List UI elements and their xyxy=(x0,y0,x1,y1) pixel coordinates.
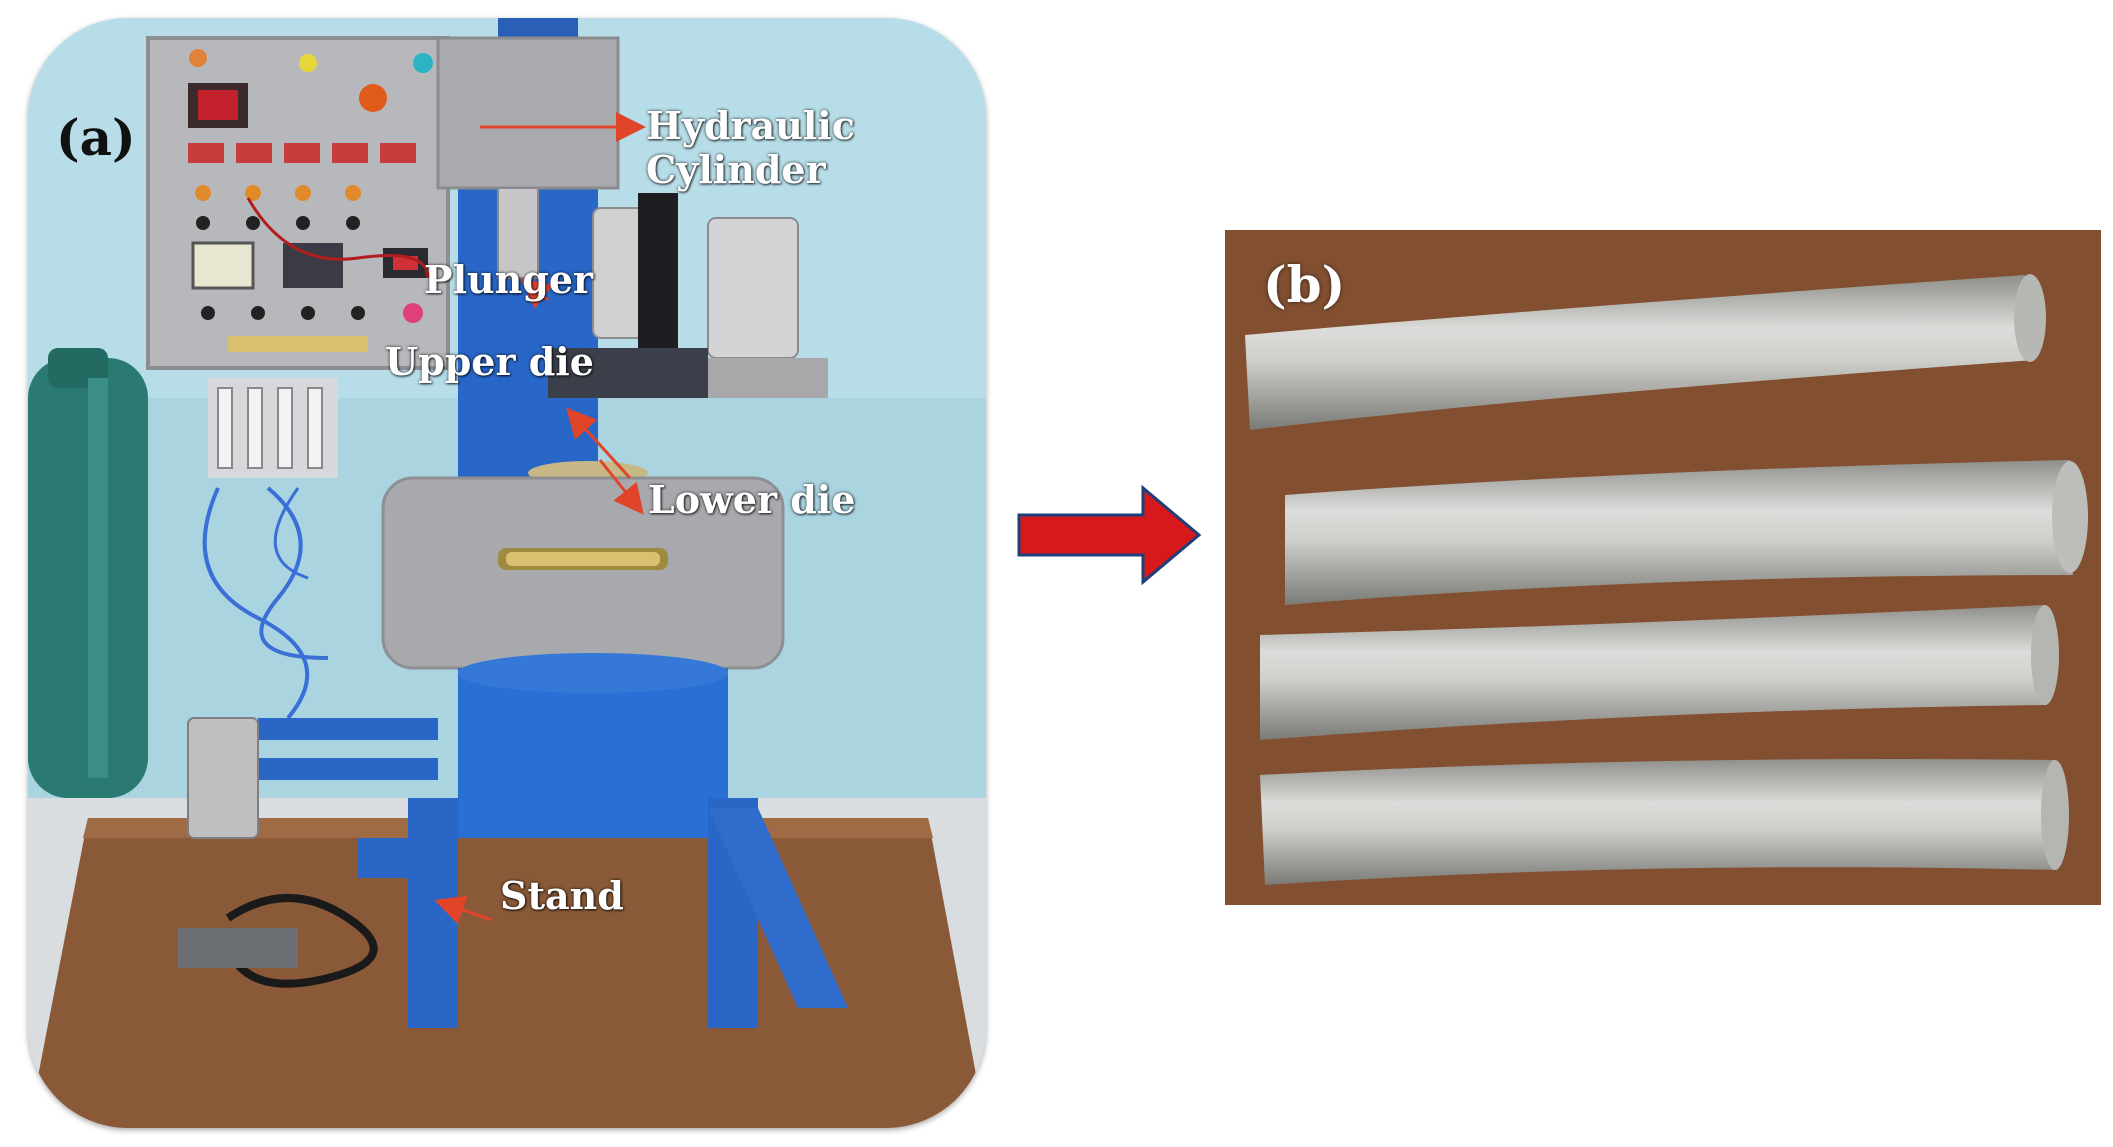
plunger-label: Plunger xyxy=(424,257,594,302)
machine-photo xyxy=(28,18,986,1128)
hydraulic-label-line1: Hydraulic xyxy=(646,103,855,148)
panel-b-label: (b) xyxy=(1263,255,1346,314)
rods-photo xyxy=(1225,230,2101,905)
machine-photo-panel: (a) xyxy=(28,18,986,1128)
stand-label: Stand xyxy=(500,873,624,918)
transition-arrow-icon xyxy=(1017,484,1202,586)
rod-4 xyxy=(1260,759,2057,885)
rods-photo-panel: (b) xyxy=(1225,230,2101,905)
lower-die-label: Lower die xyxy=(648,477,856,522)
panel-a-label: (a) xyxy=(56,108,136,167)
rod-3 xyxy=(1260,605,2047,740)
upper-die-label: Upper die xyxy=(385,339,594,384)
rod-2 xyxy=(1285,460,2073,605)
hydraulic-label-line2: Cylinder xyxy=(646,146,826,192)
rod-1 xyxy=(1245,275,2035,430)
hydraulic-cylinder-label: Hydraulic Cylinder xyxy=(646,104,855,191)
